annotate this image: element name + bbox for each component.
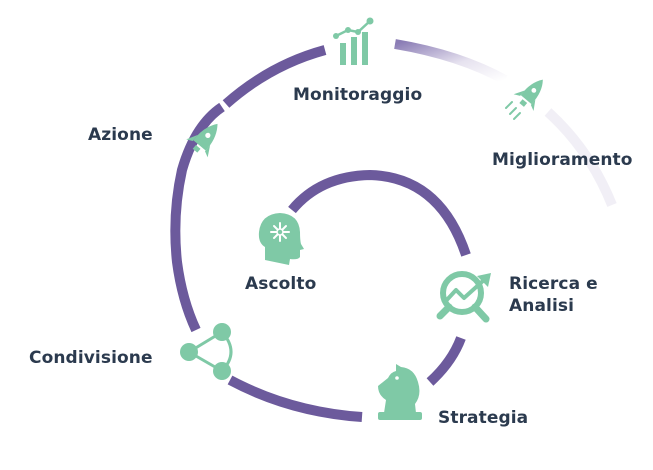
inner-ring: [288, 169, 471, 386]
label-ricerca-line1: Ricerca e: [509, 274, 598, 294]
label-condivisione: Condivisione: [29, 348, 153, 368]
rocket-icon-action: [186, 123, 218, 158]
label-ricerca-line2: Analisi: [509, 296, 575, 316]
inner-arc-right: [426, 336, 466, 386]
share-icon: [180, 323, 233, 380]
label-miglioramento: Miglioramento: [492, 150, 633, 170]
search-growth-icon: [436, 271, 491, 323]
label-ascolto: Ascolto: [245, 274, 317, 294]
label-ricerca-analisi: Ricerca e Analisi: [509, 273, 598, 317]
outer-arc-bottom: [227, 375, 363, 422]
outer-ring: [170, 39, 617, 422]
bar-chart-icon: [333, 17, 374, 65]
outer-arc-left: [170, 102, 225, 333]
inner-arc-top: [288, 169, 471, 257]
label-monitoraggio: Monitoraggio: [293, 85, 423, 105]
head-brain-icon: [258, 213, 304, 265]
label-azione: Azione: [88, 125, 153, 145]
outer-arc-top: [222, 45, 327, 108]
label-strategia: Strategia: [438, 408, 529, 428]
rocket-trail: [505, 101, 521, 120]
outer-arc-top-right: [394, 39, 508, 85]
outer-arc-fade: [544, 108, 617, 207]
chess-knight-icon: [378, 364, 422, 420]
rocket-icon-improvement: [513, 79, 543, 112]
